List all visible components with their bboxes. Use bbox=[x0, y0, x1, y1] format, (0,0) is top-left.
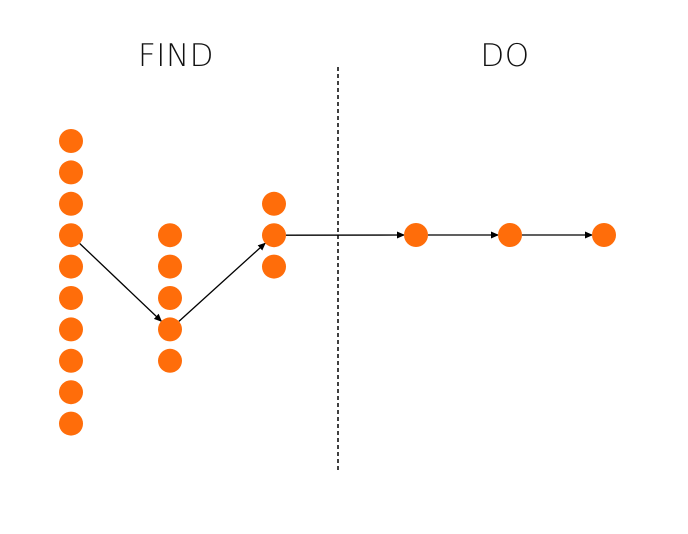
find-node-col3-2 bbox=[262, 223, 286, 248]
find-node-col1-9 bbox=[59, 380, 83, 405]
find-node-col1-2 bbox=[59, 160, 83, 185]
find-node-col1-5 bbox=[59, 254, 83, 279]
do-node-3 bbox=[592, 223, 616, 247]
do-node-1 bbox=[404, 223, 428, 247]
find-node-col1-8 bbox=[59, 348, 83, 373]
find-node-col2-3 bbox=[158, 286, 182, 310]
find-node-col3-1 bbox=[262, 191, 286, 216]
do-node-2 bbox=[498, 223, 522, 247]
do-label: DO bbox=[480, 38, 530, 74]
find-node-col1-3 bbox=[59, 191, 83, 216]
find-node-col1-1 bbox=[59, 129, 83, 153]
find-node-col2-4 bbox=[158, 317, 182, 342]
find-node-col1-7 bbox=[59, 317, 83, 342]
arrow-1 bbox=[79, 243, 163, 322]
find-node-col2-2 bbox=[158, 254, 182, 279]
find-label: FIND bbox=[137, 38, 215, 74]
find-node-col3-3 bbox=[262, 254, 286, 279]
find-node-col1-4 bbox=[59, 223, 83, 248]
find-node-col2-5 bbox=[158, 348, 182, 373]
arrow-2 bbox=[178, 242, 266, 322]
find-node-col2-1 bbox=[158, 223, 182, 248]
find-node-col1-6 bbox=[59, 286, 83, 310]
find-node-col1-10 bbox=[59, 411, 83, 436]
